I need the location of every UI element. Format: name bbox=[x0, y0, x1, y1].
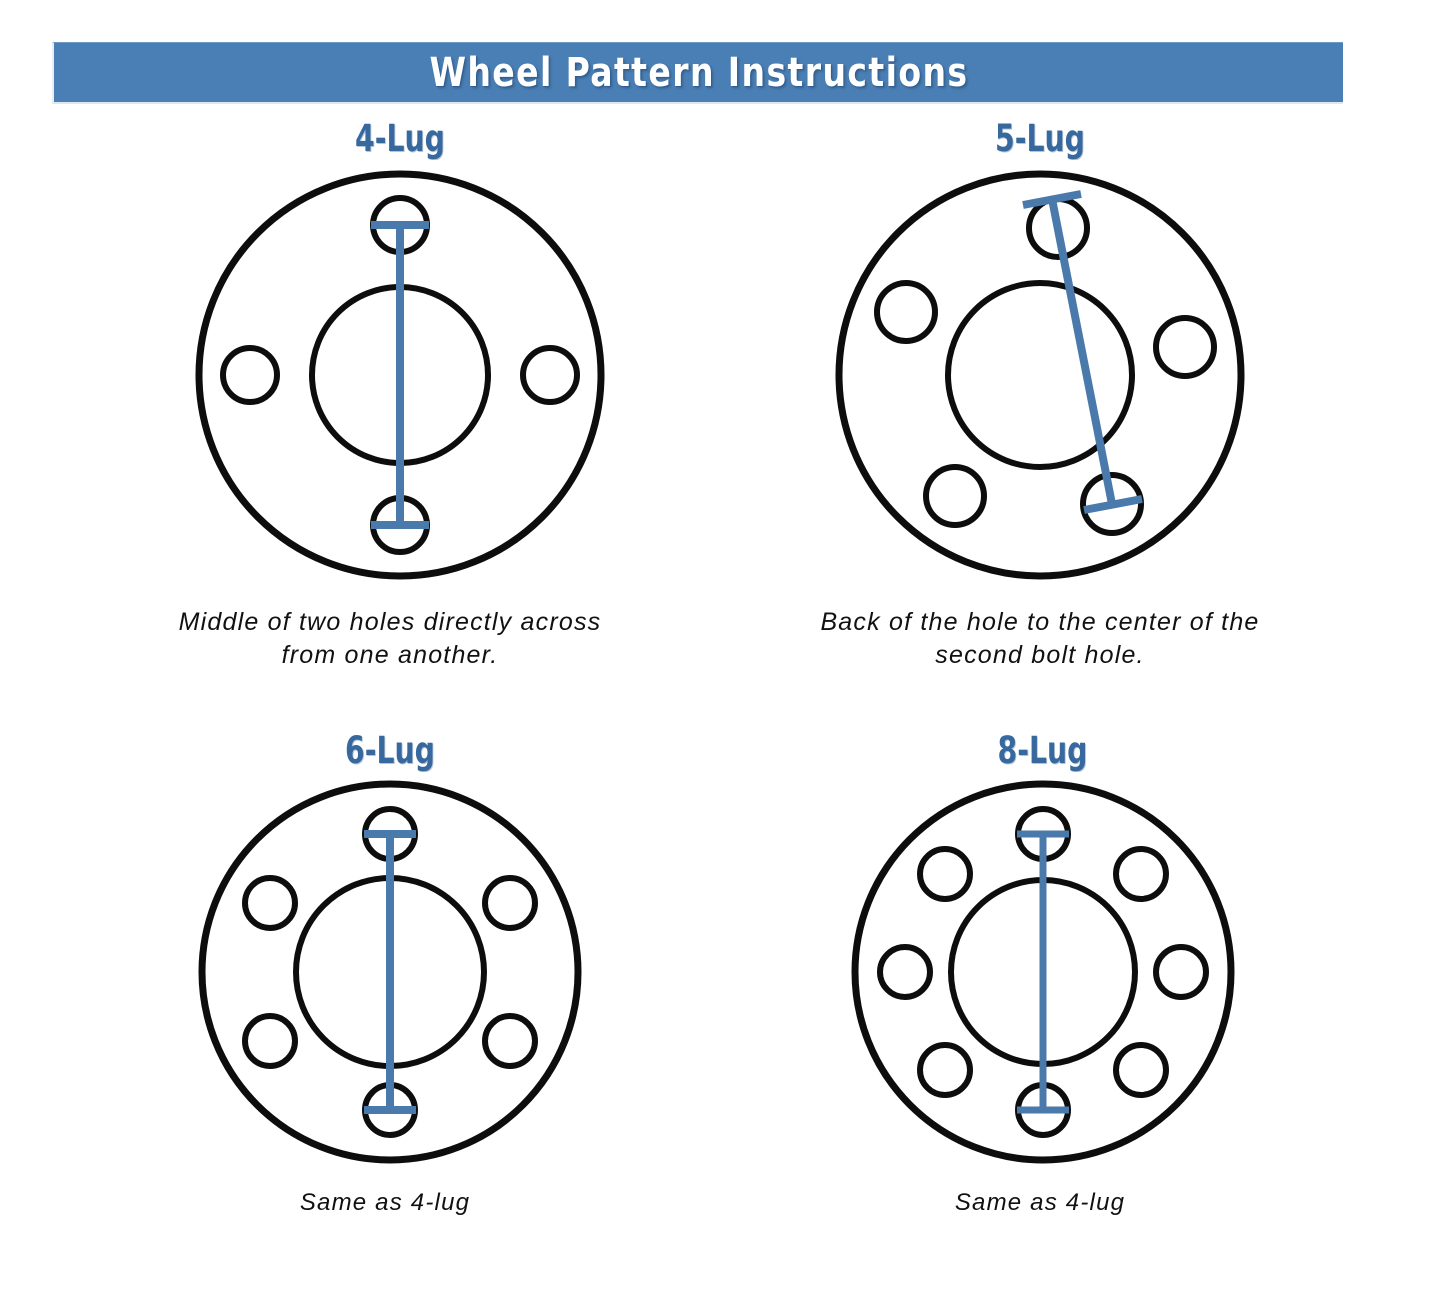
page-title: Wheel Pattern Instructions bbox=[428, 49, 969, 96]
lug-hole bbox=[874, 280, 938, 344]
diagram-heading-5-lug: 5-Lug bbox=[995, 117, 1085, 160]
wheel-illustration-8-lug bbox=[690, 772, 1390, 1172]
lug-hole bbox=[520, 345, 580, 405]
lug-hole bbox=[1112, 846, 1169, 902]
lug-hole bbox=[916, 846, 973, 902]
title-banner-fill: Wheel Pattern Instructions bbox=[52, 42, 1343, 104]
hub-bore-circle bbox=[945, 280, 1135, 470]
diagram-card-5-lug: 5-Lug Back of the hole to the center of bbox=[690, 118, 1390, 672]
wheel-diagram-grid: 4-Lug Middle of two holes direc bbox=[0, 118, 1445, 1302]
lug-hole bbox=[876, 944, 933, 1000]
lug-hole bbox=[482, 1013, 538, 1069]
lug-hole bbox=[916, 1042, 973, 1098]
outer-rim-circle bbox=[195, 170, 605, 580]
lug-hole bbox=[242, 875, 298, 931]
measurement-cap-top bbox=[1022, 190, 1082, 209]
diagram-heading-4-lug: 4-Lug bbox=[355, 117, 445, 160]
measurement-line-4-lug bbox=[371, 221, 429, 529]
diagram-caption-5-lug: Back of the hole to the center of the se… bbox=[820, 608, 1260, 669]
wheel-svg-4-lug bbox=[195, 170, 605, 580]
diagram-heading-6-lug: 6-Lug bbox=[345, 729, 435, 772]
wheel-illustration-5-lug bbox=[690, 160, 1390, 590]
lug-hole bbox=[1080, 472, 1144, 536]
lug-hole bbox=[220, 345, 280, 405]
measurement-line-5-lug bbox=[1022, 190, 1143, 514]
outer-rim-circle bbox=[851, 780, 1234, 1164]
outer-rim-circle bbox=[198, 780, 582, 1164]
lug-hole bbox=[242, 1013, 298, 1069]
lug-hole bbox=[1153, 315, 1217, 379]
lug-hole bbox=[482, 875, 538, 931]
diagram-caption-4-lug: Middle of two holes directly across from… bbox=[178, 608, 602, 669]
wheel-svg-8-lug bbox=[851, 780, 1234, 1164]
diagram-card-6-lug: 6-Lug Same as 4-lug bbox=[35, 730, 735, 1219]
wheel-illustration-6-lug bbox=[35, 772, 735, 1172]
lug-hole bbox=[1112, 1042, 1169, 1098]
measurement-cap-bottom bbox=[1083, 495, 1143, 514]
wheel-svg-5-lug bbox=[835, 170, 1245, 580]
wheel-illustration-4-lug bbox=[35, 160, 735, 590]
diagram-card-4-lug: 4-Lug Middle of two holes direc bbox=[35, 118, 735, 672]
title-banner: Wheel Pattern Instructions bbox=[52, 42, 1343, 104]
lug-hole bbox=[1152, 944, 1209, 1000]
outer-rim-circle bbox=[835, 170, 1245, 580]
wheel-svg-6-lug bbox=[198, 780, 582, 1164]
diagram-caption-6-lug: Same as 4-lug bbox=[299, 1189, 471, 1216]
measurement-shaft bbox=[1048, 198, 1116, 505]
measurement-line-8-lug bbox=[1016, 830, 1069, 1114]
measurement-line-6-lug bbox=[364, 830, 416, 1114]
diagram-card-8-lug: 8-Lug Same as 4-lug bbox=[690, 730, 1390, 1219]
diagram-heading-8-lug: 8-Lug bbox=[997, 729, 1088, 772]
lug-hole bbox=[923, 464, 987, 528]
diagram-caption-8-lug: Same as 4-lug bbox=[954, 1189, 1126, 1216]
